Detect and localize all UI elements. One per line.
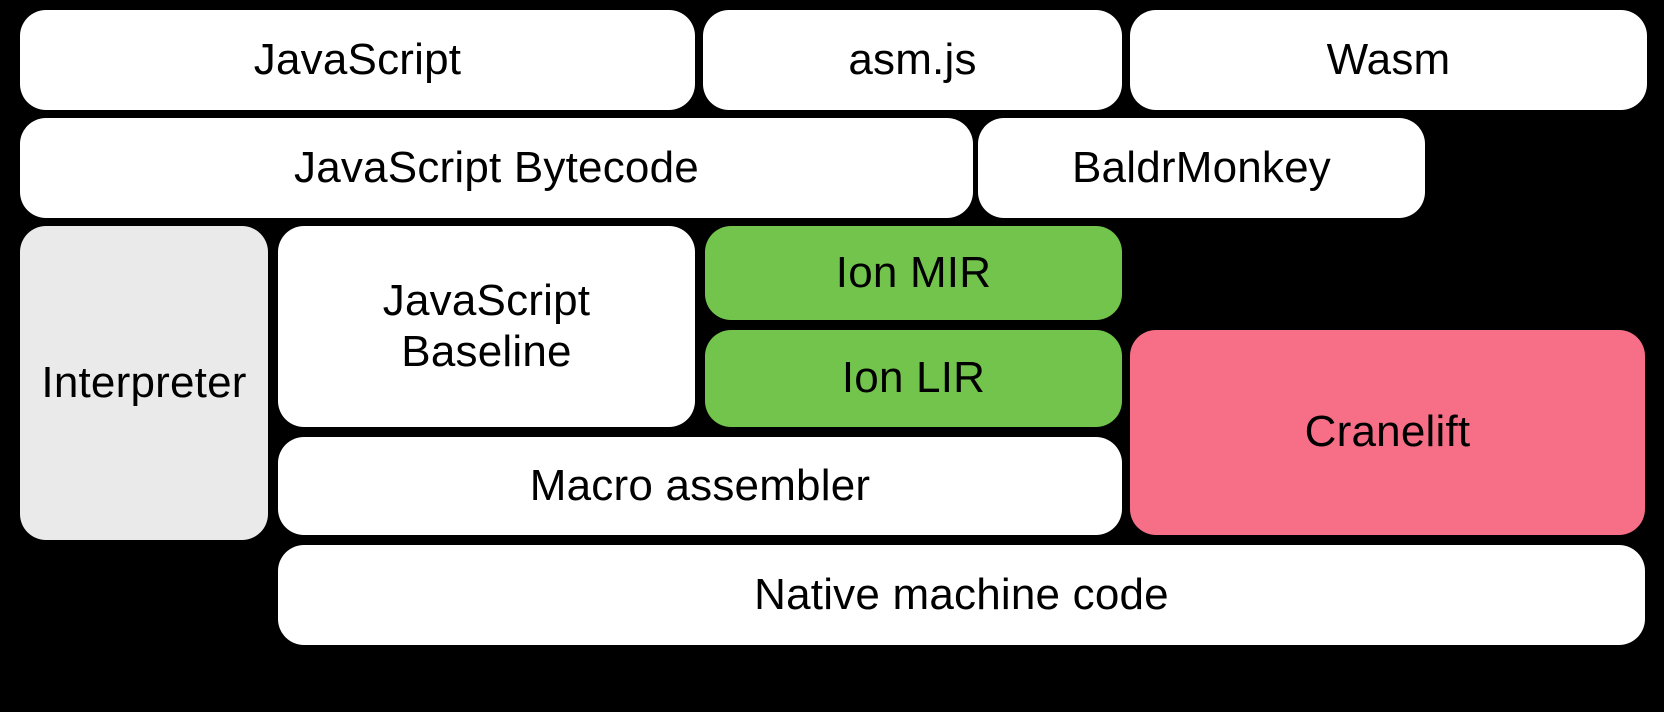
node-asm-js[interactable]: asm.js	[703, 10, 1122, 110]
node-native-machine-code[interactable]: Native machine code	[278, 545, 1645, 645]
node-wasm[interactable]: Wasm	[1130, 10, 1647, 110]
node-javascript-bytecode[interactable]: JavaScript Bytecode	[20, 118, 973, 218]
node-baldrmonkey[interactable]: BaldrMonkey	[978, 118, 1425, 218]
node-javascript[interactable]: JavaScript	[20, 10, 695, 110]
node-ion-mir[interactable]: Ion MIR	[705, 226, 1122, 320]
node-macro-assembler[interactable]: Macro assembler	[278, 437, 1122, 535]
node-ion-lir[interactable]: Ion LIR	[705, 330, 1122, 427]
node-cranelift[interactable]: Cranelift	[1130, 330, 1645, 535]
node-interpreter[interactable]: Interpreter	[20, 226, 268, 540]
node-javascript-baseline[interactable]: JavaScript Baseline	[278, 226, 695, 427]
